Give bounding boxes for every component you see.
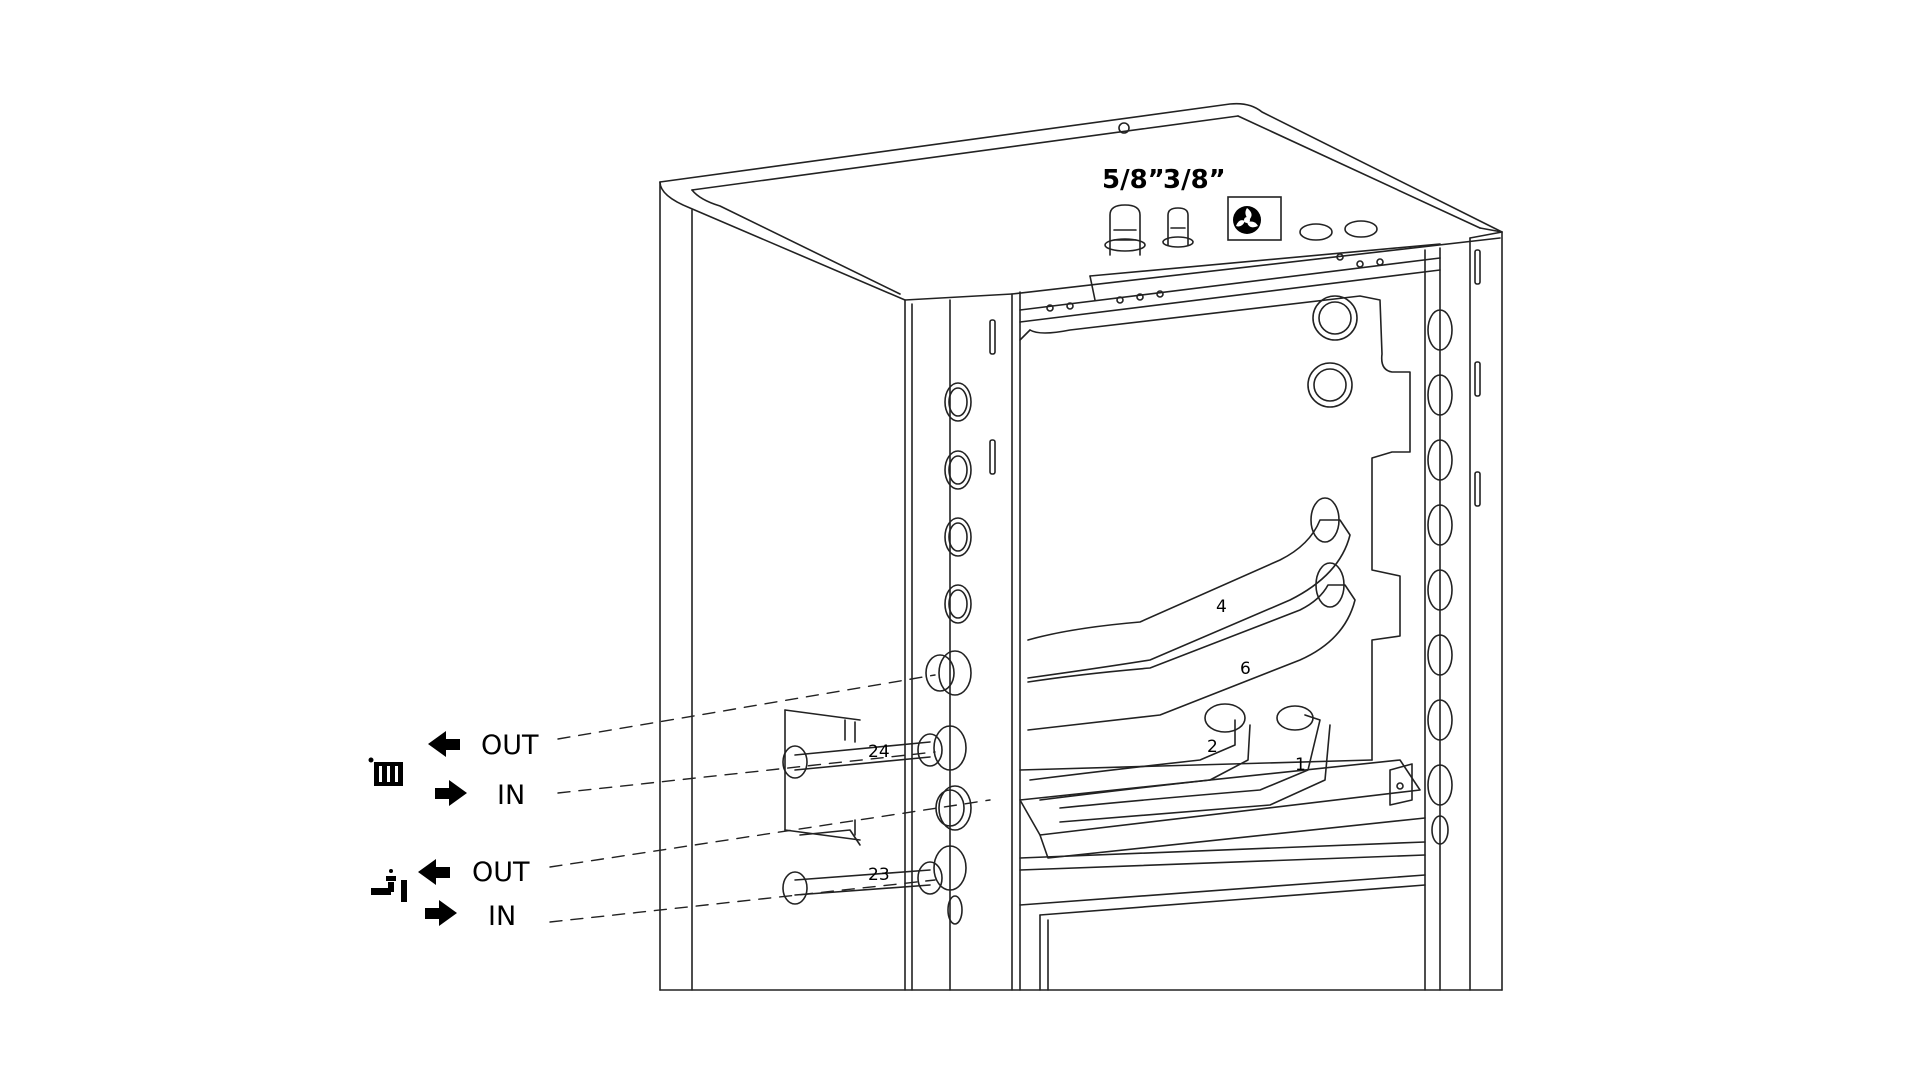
heating-in-arrow xyxy=(435,780,467,806)
part-label-1: 1 xyxy=(1295,755,1306,775)
heating-valve-assembly xyxy=(782,650,972,841)
part-label-23: 23 xyxy=(868,865,890,885)
dhw-valve-assembly xyxy=(782,819,967,905)
cabinet xyxy=(659,102,1503,991)
dhw-in-label: IN xyxy=(488,901,516,932)
tap-icon xyxy=(371,869,407,902)
dhw-out-arrow xyxy=(418,859,450,885)
heating-out-label: OUT xyxy=(481,730,539,761)
dhw-in-arrow xyxy=(425,900,457,926)
heating-out-arrow xyxy=(428,731,460,757)
fan-icon xyxy=(1227,196,1282,241)
gas-pipe-size-label: 5/8” xyxy=(1102,165,1165,195)
liquid-pipe-size-label: 3/8” xyxy=(1163,165,1226,195)
left-knockouts xyxy=(944,382,972,925)
top-fittings xyxy=(1046,122,1384,408)
pipe-2 xyxy=(1029,703,1251,801)
pipe-1 xyxy=(1059,705,1331,823)
part-label-6: 6 xyxy=(1240,659,1251,679)
refrigerant-ports xyxy=(1104,204,1194,256)
part-label-2: 2 xyxy=(1207,737,1218,757)
part-label-24: 24 xyxy=(868,742,890,762)
pipe-6 xyxy=(1027,562,1356,731)
radiator-icon xyxy=(368,757,403,786)
leader-lines xyxy=(549,674,991,923)
dhw-out-label: OUT xyxy=(472,857,530,888)
right-knockouts xyxy=(1427,309,1453,845)
panel-slots xyxy=(989,249,1481,507)
heating-in-label: IN xyxy=(497,780,525,811)
part-label-4: 4 xyxy=(1216,597,1227,617)
pipe-4 xyxy=(1027,497,1351,679)
